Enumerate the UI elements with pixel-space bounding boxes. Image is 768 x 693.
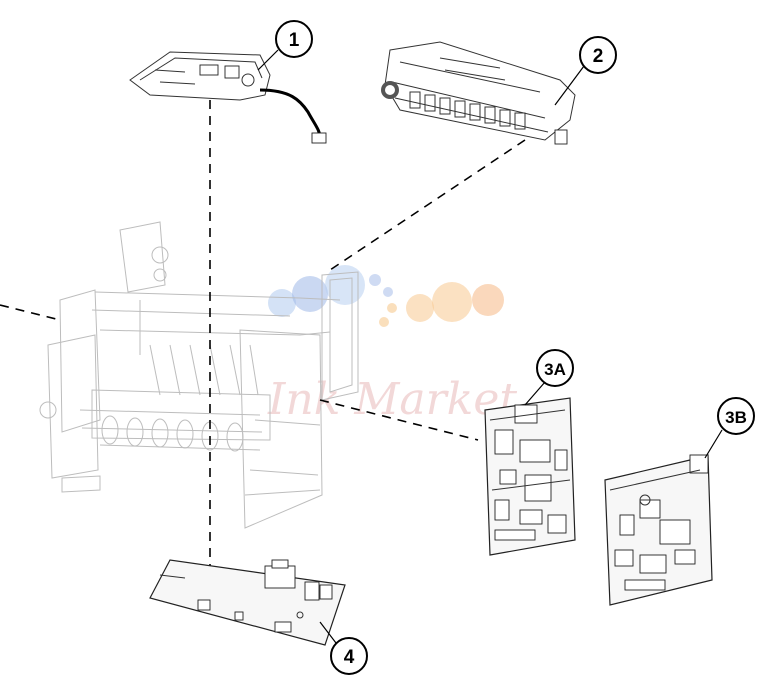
callout-circle-3b <box>717 397 755 435</box>
watermark-text: Ink Market <box>267 374 517 425</box>
callout-label-1: 1 <box>289 30 300 51</box>
callout-1: 1 <box>257 20 313 71</box>
callout-3b: 3B <box>704 397 755 459</box>
part-3a-board <box>484 397 576 556</box>
leader-line-1 <box>257 49 279 71</box>
leader-line-4 <box>319 621 337 644</box>
part-3b-board <box>604 454 713 606</box>
watermark-logo: Ink Market <box>267 265 517 425</box>
callout-label-4: 4 <box>344 647 355 668</box>
part-2-assembly <box>381 41 576 145</box>
leader-line-3b <box>704 429 723 459</box>
assembly-lines <box>0 100 526 580</box>
callout-label-3a: 3A <box>544 360 566 379</box>
callout-label-3b: 3B <box>725 408 747 427</box>
callout-circle-2 <box>579 36 617 74</box>
printer-frame <box>39 221 359 529</box>
callout-2: 2 <box>554 36 617 106</box>
callout-circle-4 <box>330 637 368 675</box>
callout-circle-3a <box>536 349 574 387</box>
callout-circle-1 <box>275 20 313 58</box>
callout-4: 4 <box>319 621 368 675</box>
dashed-line-diagonal <box>329 139 526 271</box>
part-4-board <box>149 559 346 646</box>
leader-line-2 <box>554 65 585 106</box>
callout-label-2: 2 <box>593 46 604 67</box>
part-1-assembly <box>129 51 327 144</box>
dashed-line-board <box>319 399 479 441</box>
leader-line-3a <box>524 381 546 406</box>
callout-3a: 3A <box>524 349 574 406</box>
dashed-line-left <box>0 304 61 321</box>
